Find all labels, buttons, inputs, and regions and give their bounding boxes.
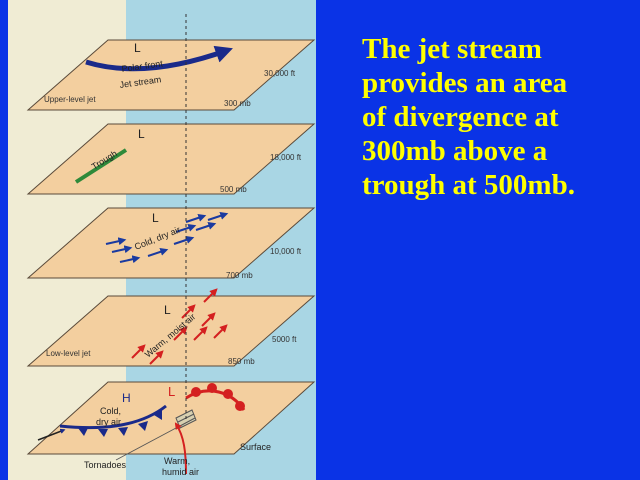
pressure-500mb: 500 mb [220,185,247,194]
cold-front-triangles [78,410,162,437]
caption-line-3: of divergence at [362,101,559,133]
slide-caption: The jet stream provides an area of diver… [362,32,632,202]
caption-line-2: provides an area [362,67,568,99]
weather-diagram-panel: L Polar front Jet stream 30,000 ft 300 m… [8,0,316,480]
low-label-300mb: L [134,41,141,55]
cold-dry-air-arrows [105,211,229,264]
surface-cold-air-label-line2: dry air [96,417,121,427]
cold-air-inflow-arrow [37,428,66,441]
warm-humid-air-label-line1: Warm, [164,456,190,466]
surface-label: Surface [240,442,271,452]
low-label-850mb: L [164,303,171,317]
plane-300mb: L Polar front Jet stream 30,000 ft 300 m… [26,39,316,111]
low-level-jet-label: Low-level jet [46,349,91,358]
caption-line-4: 300mb above a [362,135,548,167]
altitude-850mb: 5000 ft [272,335,297,344]
pressure-700mb: 700 mb [226,271,253,280]
plane-surface: H L Cold, dry air Surface Tornadoes Warm… [26,381,316,477]
altitude-300mb: 30,000 ft [264,69,296,78]
plane-700mb: L Cold, dry air 10,000 ft 700 mb [26,207,316,280]
low-label-700mb: L [152,211,159,225]
high-label-surface: H [122,391,131,405]
layered-atmosphere-diagram: L Polar front Jet stream 30,000 ft 300 m… [26,0,316,480]
pressure-300mb: 300 mb [224,99,251,108]
jet-stream-arrow [85,45,233,72]
warm-moist-air-arrows [131,288,228,365]
altitude-500mb: 18,000 ft [270,153,302,162]
cold-front-line [59,404,167,430]
warm-front-bumps [191,383,245,411]
low-label-surface: L [168,384,175,399]
trough-line [74,148,128,184]
altitude-700mb: 10,000 ft [270,247,302,256]
surface-cold-air-label-line1: Cold, [100,406,121,416]
low-label-500mb: L [138,127,145,141]
tornadoes-leader-line [115,427,177,461]
tornadoes-label: Tornadoes [84,460,127,470]
plane-500mb: L Trough 18,000 ft 500 mb [26,123,316,195]
caption-line-1: The jet stream [362,33,542,65]
pressure-850mb: 850 mb [228,357,255,366]
warm-humid-inflow-arrow [174,422,187,475]
caption-line-5: trough at 500mb. [362,169,575,201]
warm-humid-air-label-line2: humid air [162,467,199,477]
plane-850mb: L Warm, moist air 5000 ft 850 mb Low-lev… [26,288,316,367]
upper-level-jet-label: Upper-level jet [44,95,96,104]
